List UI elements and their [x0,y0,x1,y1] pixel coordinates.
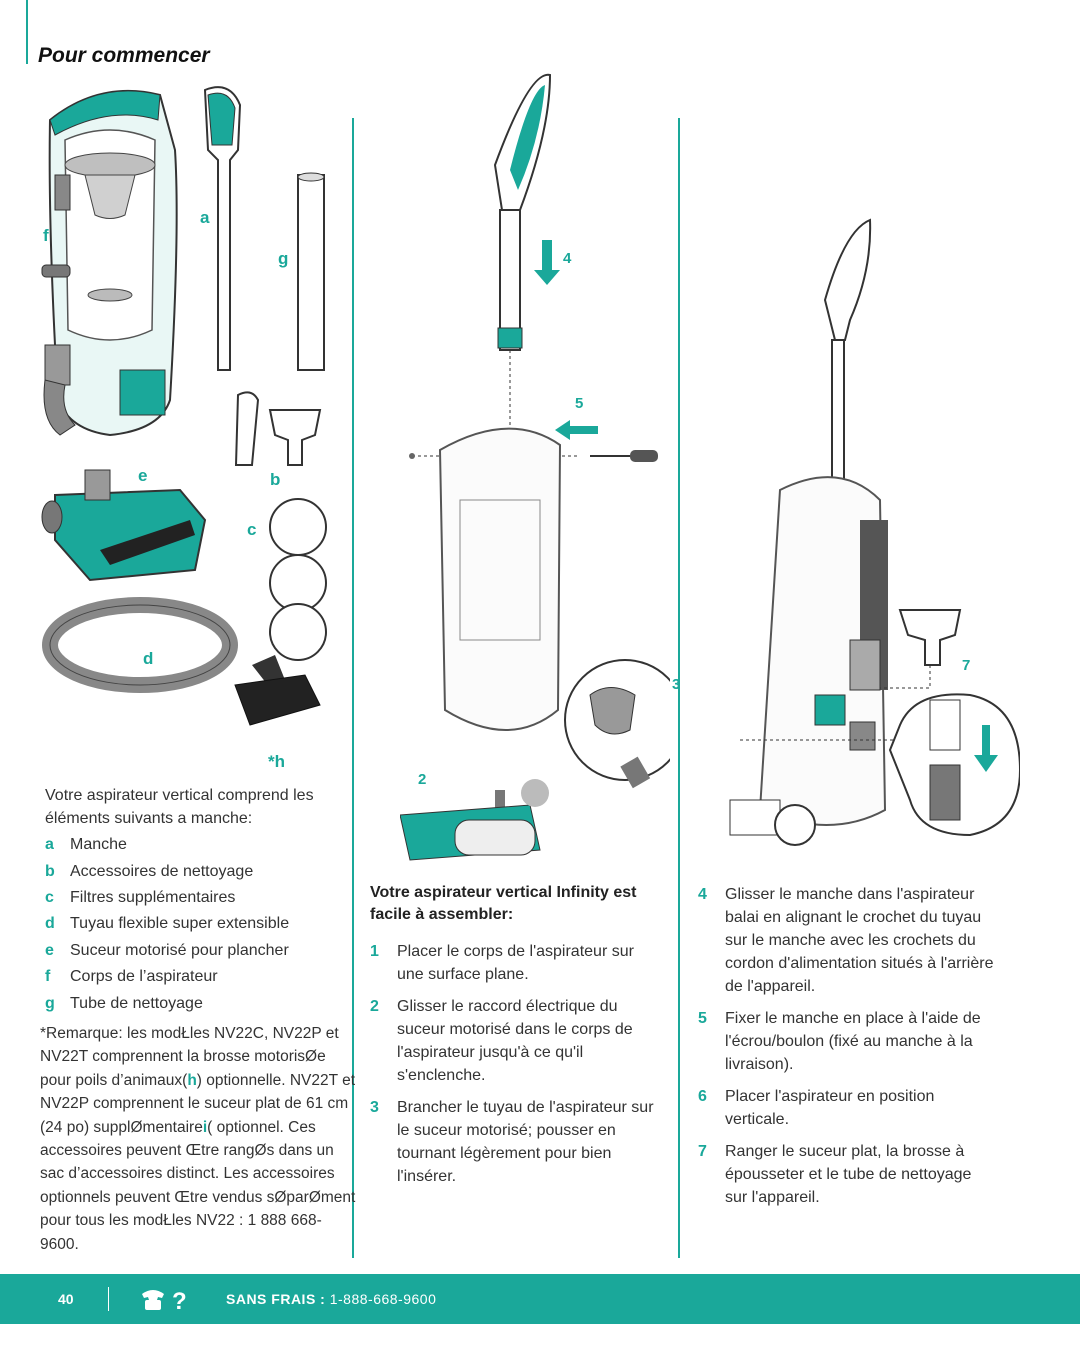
part-label-e: e [138,466,148,485]
page-number: 40 [58,1291,74,1307]
part-label-d: d [143,649,154,668]
assembly-illustration-2 [729,218,1020,846]
hose-drawing [42,597,238,693]
filter-3-drawing [269,603,327,661]
step-marker-4: 4 [563,250,572,267]
column-divider-left [352,118,354,1258]
part-label-g: g [278,249,289,268]
footer-bar: 40 ? SANS FRAIS : 1-888-668-9600 [0,1274,1080,1324]
intro-text: Votre aspirateur vertical comprend les é… [45,787,314,827]
power-nozzle-drawing [41,469,207,582]
svg-text:?: ? [172,1288,187,1312]
footer-divider [108,1287,109,1311]
part-label-b: b [270,470,281,489]
phone-question-icon: ? [142,1288,187,1312]
top-left-rule [26,0,28,64]
assembly-title: Votre aspirateur vertical Infinity est f… [370,884,637,923]
step-marker-3: 3 [672,676,681,693]
hose-outline [49,604,231,686]
step-marker-7: 7 [962,657,971,674]
part-label-a: a [200,208,210,227]
cleaning-tube-drawing [297,174,325,371]
crevice-tool-drawing [234,391,260,466]
filter-1-drawing [269,498,327,556]
remark-note: *Remarque: les modŁles NV22C, NV22P et N… [40,1025,356,1253]
pet-brush-drawing [234,655,321,726]
column-divider-right [678,118,680,1258]
step-marker-5: 5 [575,395,584,412]
part-label-c: c [247,520,257,539]
vacuum-body-drawing [41,89,178,437]
toll-free: SANS FRAIS : 1-888-668-9600 [226,1291,437,1307]
parts-illustration [41,86,327,726]
dusting-brush-drawing [268,409,322,466]
page-title: Pour commencer [38,44,210,67]
step-marker-2: 2 [418,771,427,788]
part-label-f: f [43,226,49,245]
assembly-illustration-1 [400,73,670,861]
part-label-h: *h [268,752,285,771]
handle-drawing [203,86,242,371]
filter-2-drawing [269,554,327,612]
